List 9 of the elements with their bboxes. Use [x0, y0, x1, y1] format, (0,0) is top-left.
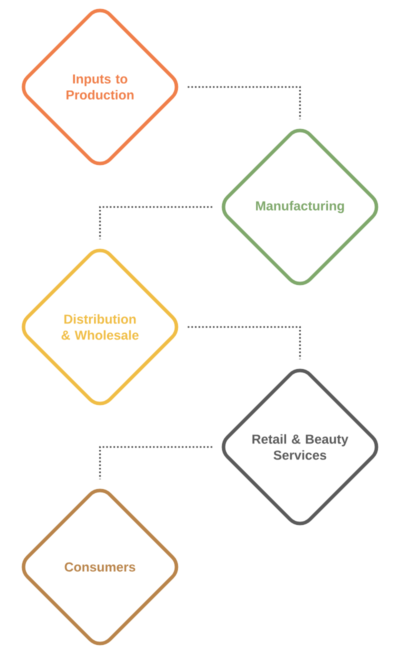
- diamond-box: Distribution & Wholesale: [22, 248, 178, 406]
- dotted-connector: [99, 446, 212, 480]
- dotted-connector: [188, 86, 301, 120]
- diamond-box: Manufacturing: [222, 128, 378, 286]
- diamond-box: Consumers: [22, 488, 178, 646]
- diamond-box: Retail & Beauty Services: [222, 368, 378, 526]
- diamond-box: Inputs to Production: [22, 8, 178, 166]
- dotted-connector: [188, 326, 301, 360]
- dotted-connector: [99, 206, 212, 240]
